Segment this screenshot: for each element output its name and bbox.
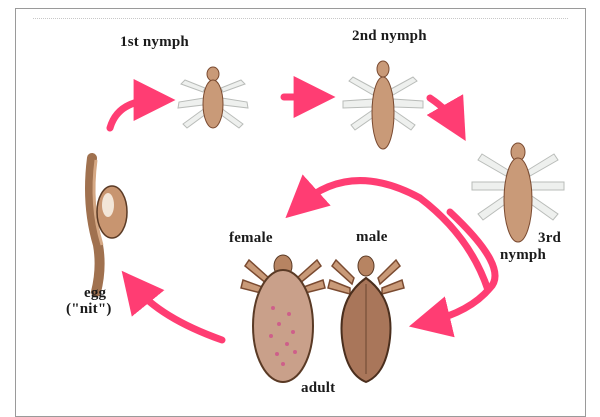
third-nymph-icon <box>472 143 564 242</box>
female-adult-icon <box>241 255 325 382</box>
label-adult: adult <box>301 380 335 397</box>
label-1st-nymph: 1st nymph <box>120 34 189 51</box>
arrow-egg-to-1st-nymph <box>110 100 156 128</box>
arrow-back-loop <box>300 181 488 290</box>
male-adult-icon <box>328 256 404 382</box>
egg-nit-illustration <box>90 158 127 292</box>
label-egg-line2: ("nit") <box>66 301 112 318</box>
label-3rd-line2: nymph <box>500 247 546 264</box>
label-2nd-nymph: 2nd nymph <box>352 28 427 45</box>
label-egg-line1: egg <box>84 285 106 302</box>
arrow-3rd-nymph-to-adult <box>428 212 495 322</box>
label-male: male <box>356 229 388 246</box>
arrow-adult-to-egg <box>134 286 222 340</box>
label-female: female <box>229 230 273 247</box>
first-nymph-icon <box>178 67 248 128</box>
arrow-2nd-to-3rd-nymph <box>430 98 456 124</box>
label-3rd-line1: 3rd <box>538 230 561 247</box>
second-nymph-icon <box>343 61 423 149</box>
